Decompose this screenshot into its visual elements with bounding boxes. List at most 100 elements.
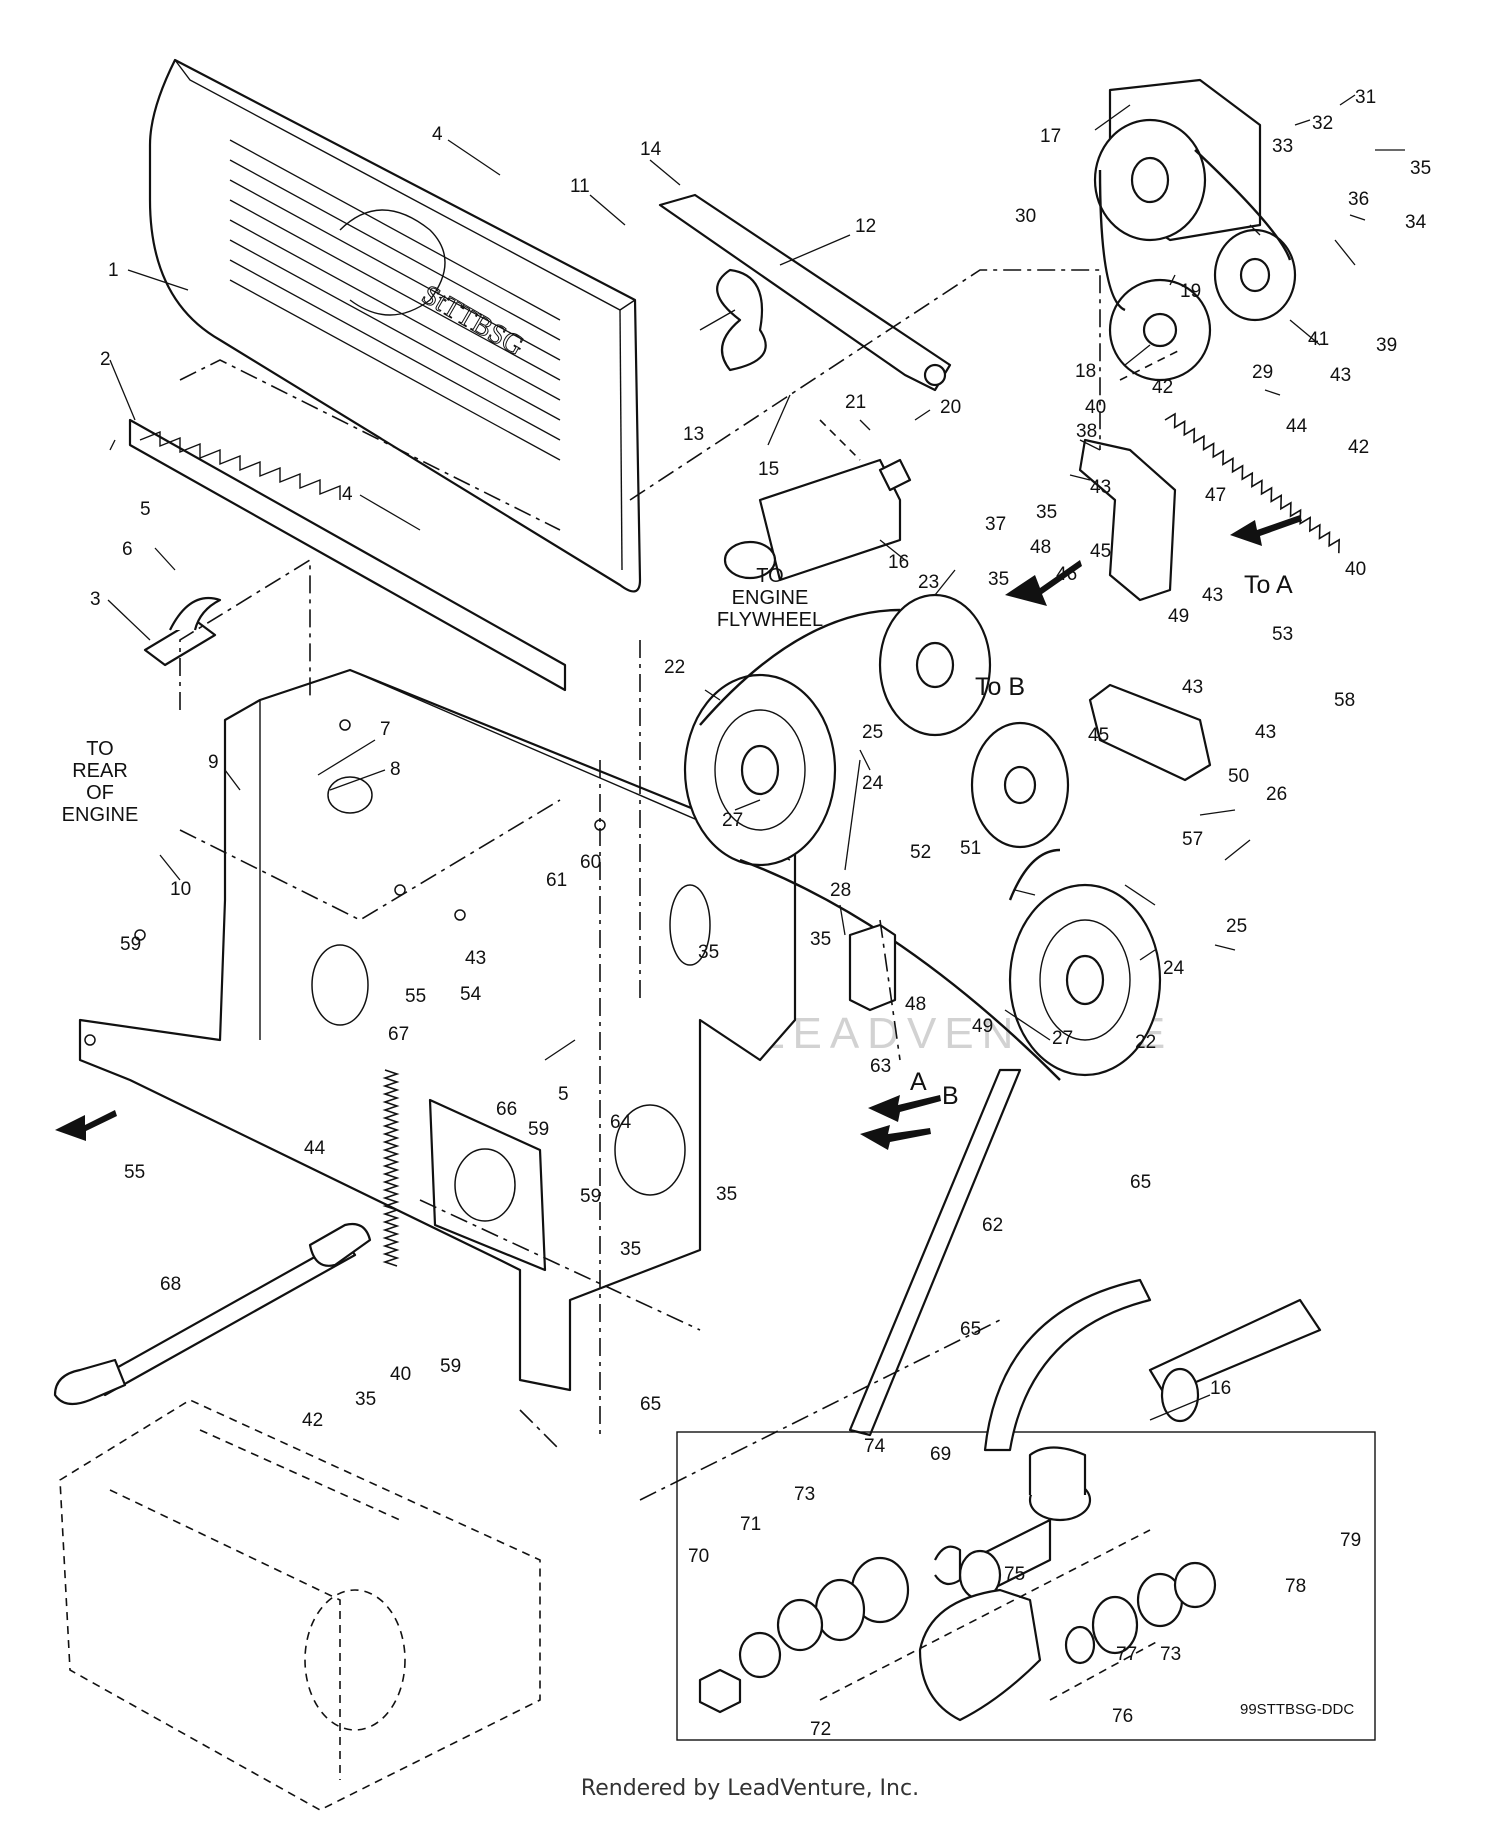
note-to-rear-of-engine: REAR xyxy=(72,760,128,782)
lower-frame-phantom xyxy=(59,1399,541,1811)
leader-lines xyxy=(107,94,1405,1421)
callout-42: 42 xyxy=(1348,437,1369,458)
callout-74: 74 xyxy=(864,1436,886,1457)
callout-45: 45 xyxy=(1088,725,1109,746)
note-to-engine-flywheel: ENGINE xyxy=(732,587,809,609)
callout-43: 43 xyxy=(1330,365,1351,386)
callout-32: 32 xyxy=(1312,113,1333,134)
drawing-code: 99STTBSG-DDC xyxy=(1240,1701,1354,1718)
callout-44: 44 xyxy=(1286,416,1308,437)
callout-43: 43 xyxy=(1255,722,1276,743)
callout-57: 57 xyxy=(1182,829,1203,850)
callout-49: 49 xyxy=(1168,606,1189,627)
callout-28: 28 xyxy=(830,880,851,901)
linkage-bar xyxy=(848,1068,1022,1437)
callout-59: 59 xyxy=(440,1356,461,1377)
bracket-48 xyxy=(848,923,897,1012)
callout-35: 35 xyxy=(355,1389,376,1410)
callout-48: 48 xyxy=(1030,537,1051,558)
callout-11: 11 xyxy=(570,176,590,197)
callout-41: 41 xyxy=(1308,329,1329,350)
callout-35: 35 xyxy=(1036,502,1057,523)
callout-64: 64 xyxy=(610,1112,632,1133)
note-to-b: To B xyxy=(975,673,1025,701)
callout-29: 29 xyxy=(1252,362,1273,383)
callout-55: 55 xyxy=(405,986,426,1007)
callout-2: 2 xyxy=(100,349,111,370)
callout-21: 21 xyxy=(845,392,866,413)
mounting-strip xyxy=(128,418,567,692)
callout-31: 31 xyxy=(1355,87,1376,108)
callout-22: 22 xyxy=(1135,1032,1156,1053)
callout-70: 70 xyxy=(688,1546,709,1567)
callout-1: 1 xyxy=(108,260,119,281)
callout-27: 27 xyxy=(722,810,743,831)
callout-12: 12 xyxy=(855,216,876,237)
callout-73: 73 xyxy=(794,1484,815,1505)
callout-25: 25 xyxy=(1226,916,1247,937)
callout-65: 65 xyxy=(960,1319,981,1340)
callout-35: 35 xyxy=(1410,158,1431,179)
callout-39: 39 xyxy=(1376,335,1397,356)
callout-23: 23 xyxy=(918,572,939,593)
callout-43: 43 xyxy=(1090,477,1111,498)
callout-53: 53 xyxy=(1272,624,1293,645)
belt-guard-hood: StTTBSG xyxy=(148,58,642,593)
callout-42: 42 xyxy=(302,1410,323,1431)
direction-arrows xyxy=(55,515,1302,1150)
callout-59: 59 xyxy=(120,934,141,955)
callout-27: 27 xyxy=(1052,1028,1073,1049)
pulley-assembly-upper xyxy=(1093,78,1297,382)
callout-16: 16 xyxy=(1210,1378,1231,1399)
callout-40: 40 xyxy=(1345,559,1366,580)
callout-46: 46 xyxy=(1056,564,1077,585)
idler-arm-38 xyxy=(1078,438,1177,602)
callout-59: 59 xyxy=(580,1186,601,1207)
note-to-rear-of-engine: ENGINE xyxy=(62,804,139,826)
ref-label-b: B xyxy=(942,1082,959,1110)
callout-65: 65 xyxy=(1130,1172,1151,1193)
callout-42: 42 xyxy=(1152,377,1173,398)
callout-58: 58 xyxy=(1334,690,1355,711)
callout-43: 43 xyxy=(465,948,486,969)
callout-76: 76 xyxy=(1112,1706,1133,1727)
callout-22: 22 xyxy=(664,657,685,678)
callout-16: 16 xyxy=(888,552,909,573)
render-credit: Rendered by LeadVenture, Inc. xyxy=(580,1776,920,1801)
callout-77: 77 xyxy=(1116,1644,1137,1665)
hose-clip xyxy=(143,596,222,667)
callout-35: 35 xyxy=(988,569,1009,590)
note-to-rear-of-engine: OF xyxy=(86,782,114,804)
callout-75: 75 xyxy=(1004,1564,1025,1585)
callout-37: 37 xyxy=(985,514,1006,535)
note-to-a: To A xyxy=(1244,571,1293,599)
callout-33: 33 xyxy=(1272,136,1293,157)
callout-50: 50 xyxy=(1228,766,1249,787)
callout-35: 35 xyxy=(716,1184,737,1205)
callout-7: 7 xyxy=(380,719,391,740)
callout-73: 73 xyxy=(1160,1644,1181,1665)
extension-spring-lower xyxy=(382,1069,400,1267)
ref-label-a: A xyxy=(910,1068,927,1096)
callout-20: 20 xyxy=(940,397,961,418)
idler-link-rod xyxy=(658,193,952,392)
callout-6: 6 xyxy=(122,539,133,560)
callout-5: 5 xyxy=(140,499,151,520)
callout-18: 18 xyxy=(1075,361,1096,382)
callout-10: 10 xyxy=(170,879,191,900)
callout-17: 17 xyxy=(1040,126,1061,147)
callout-61: 61 xyxy=(546,870,567,891)
callout-63: 63 xyxy=(870,1056,891,1077)
callout-67: 67 xyxy=(388,1024,409,1045)
retaining-ring xyxy=(716,268,767,372)
note-to-engine-flywheel: TO xyxy=(756,565,783,587)
callout-40: 40 xyxy=(1085,397,1106,418)
callout-15: 15 xyxy=(758,459,779,480)
callout-26: 26 xyxy=(1266,784,1287,805)
callout-34: 34 xyxy=(1405,212,1427,233)
callout-14: 14 xyxy=(640,139,662,160)
callout-43: 43 xyxy=(1202,585,1223,606)
callout-19: 19 xyxy=(1180,281,1201,302)
callout-44: 44 xyxy=(304,1138,326,1159)
idler-arm-50 xyxy=(1088,683,1212,782)
